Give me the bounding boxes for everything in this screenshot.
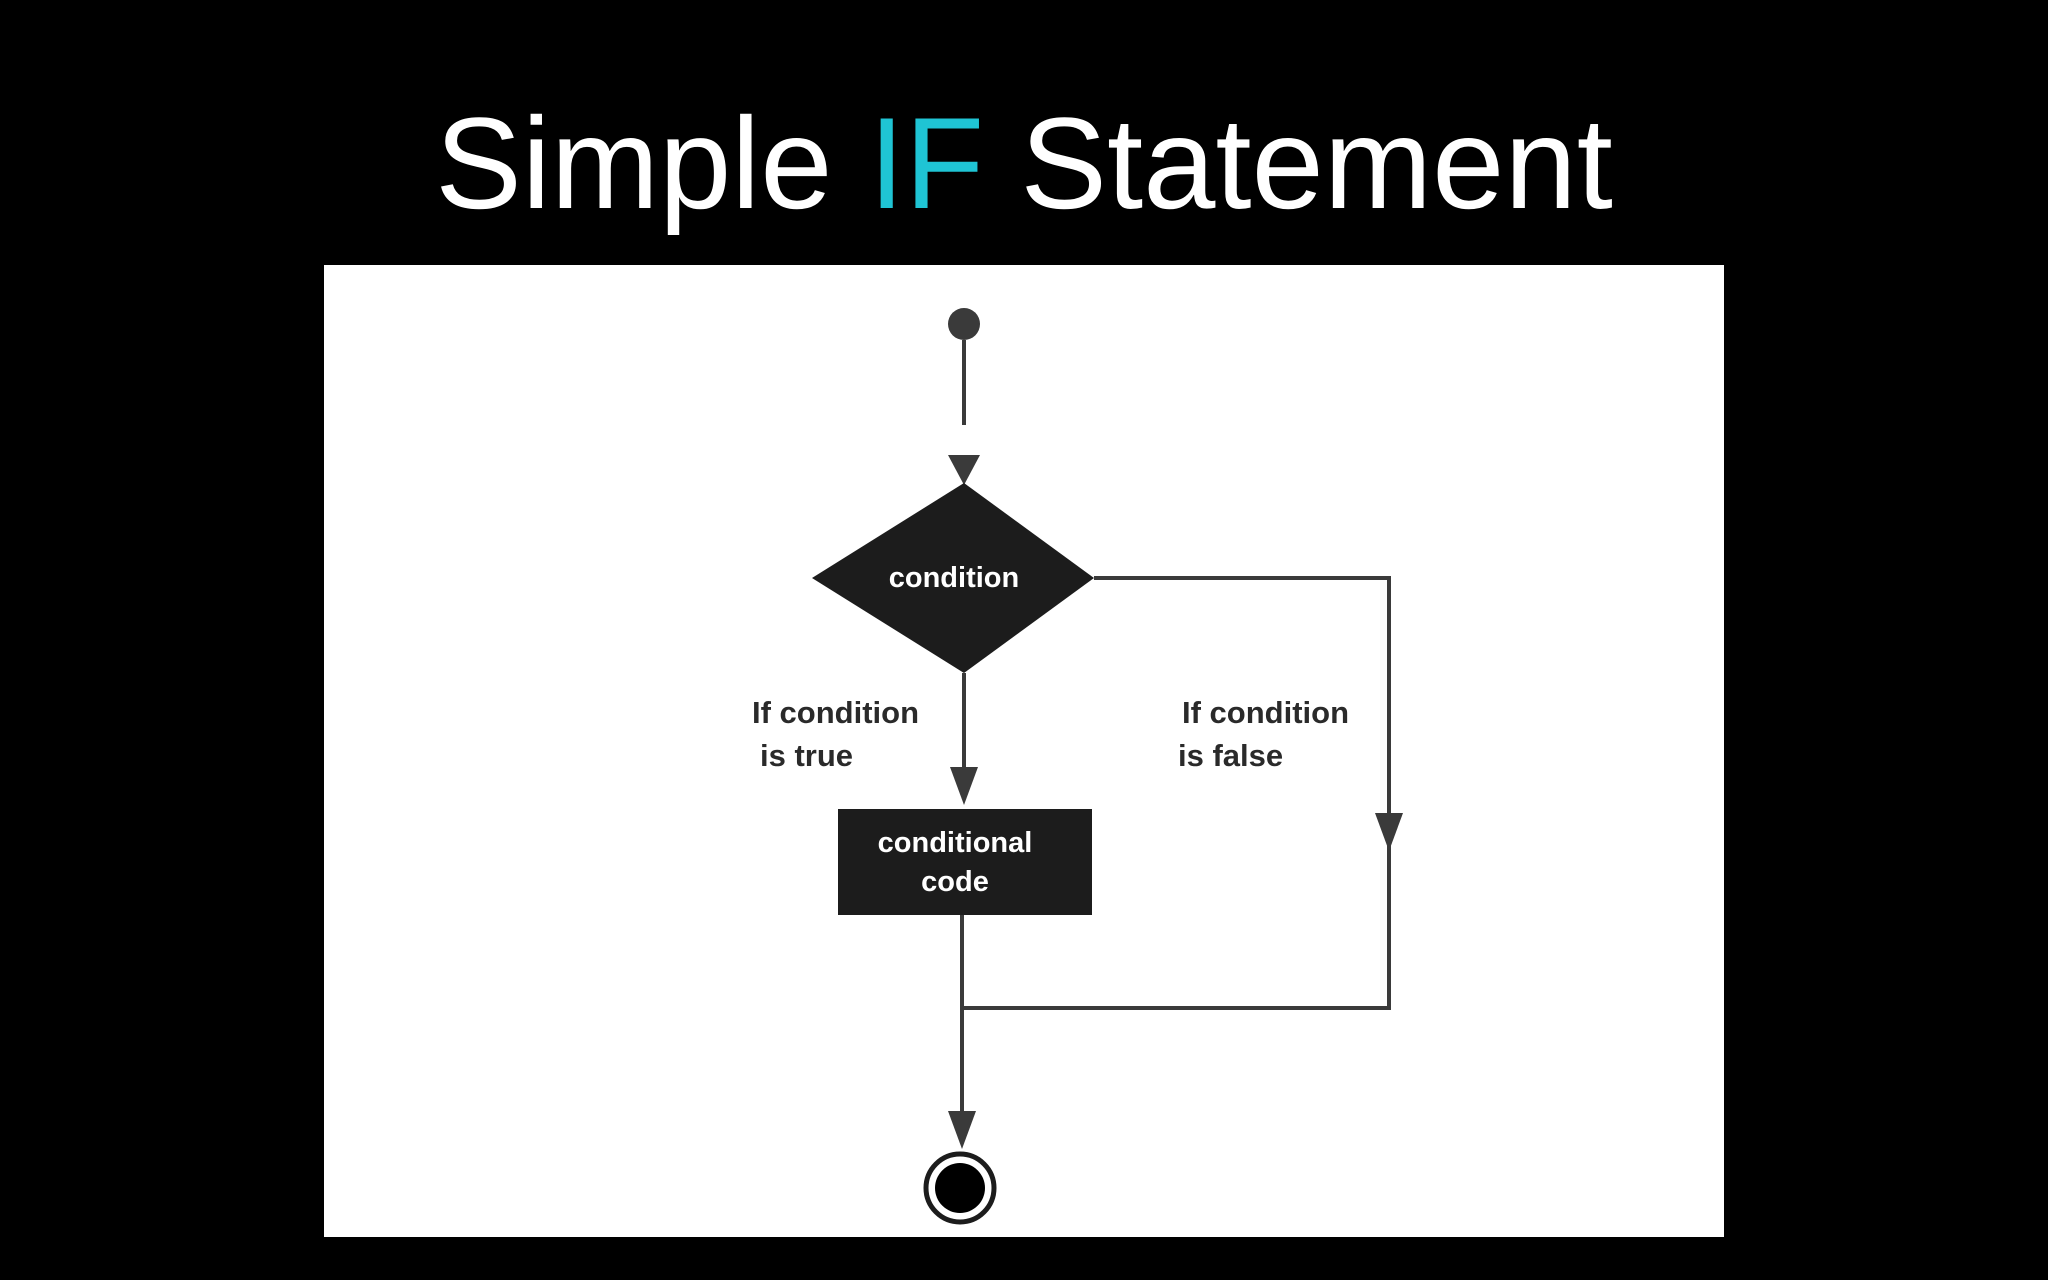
process-label-line2: code [921,866,989,898]
end-node-core [935,1163,985,1213]
arrowhead-end [948,1111,976,1149]
decision-node [812,483,1094,673]
arrowhead-action [950,767,978,805]
process-node [838,809,1092,915]
flowchart: condition If condition is true condition… [752,308,1403,1225]
title-accent-if: IF [868,90,985,236]
arrowhead-decision [948,455,980,485]
slide-title: Simple IF Statement [0,88,2048,238]
start-node [948,308,980,340]
title-text-1: Simple [435,90,869,236]
false-label-line1: If condition [1182,695,1349,730]
title-text-2: Statement [984,90,1613,236]
edge-false [962,576,1391,1010]
arrowhead-false [1375,813,1403,851]
true-label-line1: If condition [752,695,919,730]
process-label-line1: conditional [878,827,1033,859]
decision-label: condition [889,562,1019,594]
true-label-line2: is true [760,738,853,773]
flowchart-panel: condition If condition is true condition… [324,265,1724,1237]
false-label-line2: is false [1178,738,1283,773]
